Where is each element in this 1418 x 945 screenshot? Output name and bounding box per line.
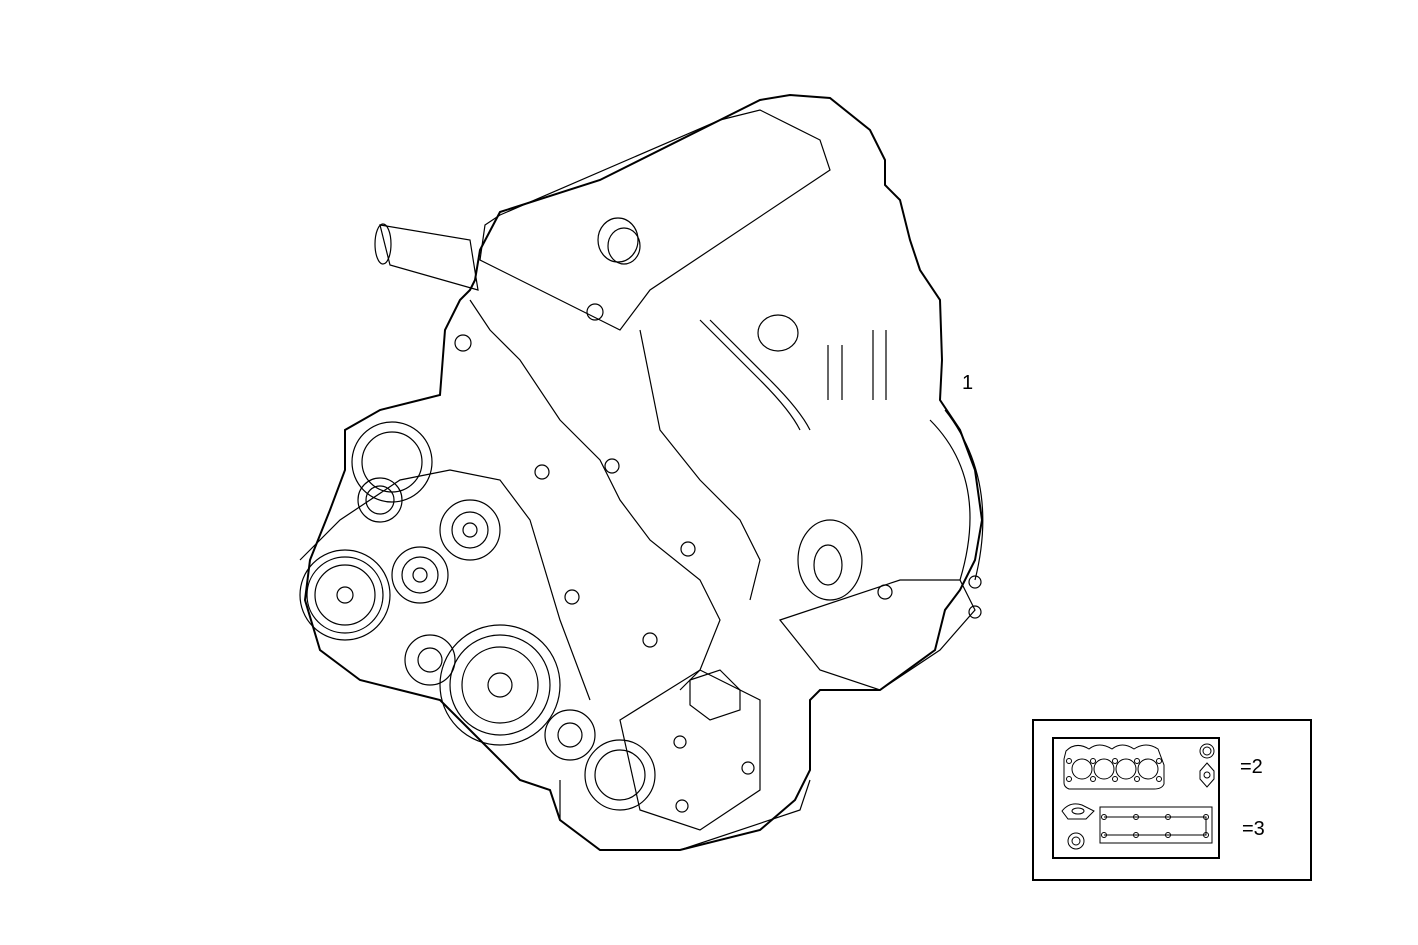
legend-label-3: =3 bbox=[1242, 818, 1265, 840]
legend-box bbox=[1032, 719, 1312, 881]
gasket-kit-illustration bbox=[1052, 737, 1220, 859]
legend-label-2: =2 bbox=[1240, 756, 1263, 778]
callout-part-1: 1 bbox=[962, 372, 974, 394]
engine-block-outline bbox=[299, 93, 984, 851]
gasket-icons bbox=[1061, 743, 1215, 850]
